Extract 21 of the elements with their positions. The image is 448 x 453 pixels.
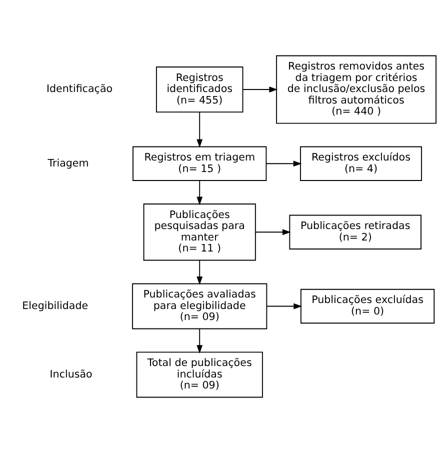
node-box: Registros em triagem (n= 15 ) [132, 146, 267, 181]
label: Identificação [46, 83, 113, 96]
label: Elegibilidade [22, 300, 88, 312]
arrow [255, 229, 291, 236]
label: Triagem [48, 157, 89, 170]
arrow [196, 260, 203, 286]
arrow [266, 303, 302, 310]
arrow [196, 112, 203, 148]
node-box: Publicações avaliadas para elegibilidade (n= 09) [132, 283, 268, 330]
node-box: Registros identificados (n= 455) [156, 66, 244, 113]
node-box: Registros excluídos (n= 4) [300, 146, 422, 181]
arrow [242, 86, 278, 92]
label: Inclusão [50, 368, 92, 380]
node-box: Publicações retiradas (n= 2) [289, 214, 422, 250]
arrow [266, 160, 302, 167]
node-box: Total de publicações incluídas (n= 09) [136, 352, 263, 398]
node-box: Registros removidos antes da triagem por critérios de inclusão/exclusão pelos filtros automáticos (n= 440 ) [276, 55, 436, 124]
node-box: Publicações pesquisadas para manter (n= 11 ) [143, 204, 256, 261]
node-box: Publicações excluídas (n= 0) [300, 288, 435, 324]
arrow [196, 180, 203, 206]
arrow [196, 328, 203, 354]
